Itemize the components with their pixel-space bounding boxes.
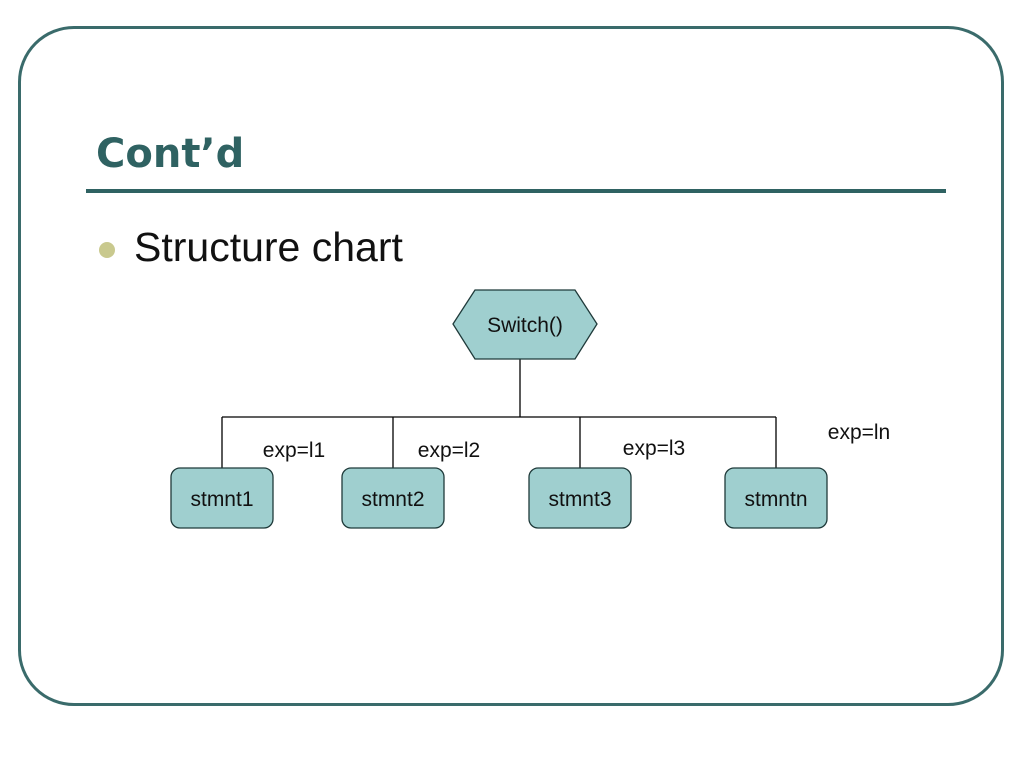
child-node-label: stmnt3 bbox=[548, 488, 611, 511]
connector-lines bbox=[221, 359, 777, 468]
root-hexagon-shape bbox=[452, 289, 598, 360]
condition-label-3: exp=l3 bbox=[623, 437, 685, 460]
child-node-box bbox=[528, 467, 632, 529]
child-node-label: stmnt1 bbox=[190, 488, 253, 511]
root-label: Switch() bbox=[487, 314, 563, 337]
root-node: Switch() bbox=[452, 289, 598, 360]
bullet-dot-icon bbox=[99, 242, 115, 258]
child-node-4: stmntn bbox=[724, 467, 828, 529]
child-node-box bbox=[170, 467, 274, 529]
child-node-box bbox=[341, 467, 445, 529]
condition-label-1: exp=l1 bbox=[263, 439, 325, 462]
slide-title: Cont’d bbox=[96, 131, 245, 177]
child-node-2: stmnt2 bbox=[341, 467, 445, 529]
slide-frame bbox=[18, 26, 1004, 706]
child-node-label: stmntn bbox=[744, 488, 807, 511]
child-node-box bbox=[724, 467, 828, 529]
child-node-1: stmnt1 bbox=[170, 467, 274, 529]
condition-label-4: exp=ln bbox=[828, 421, 890, 444]
title-underline bbox=[86, 189, 946, 193]
child-node-3: stmnt3 bbox=[528, 467, 632, 529]
bullet-text: Structure chart bbox=[134, 224, 403, 270]
child-node-label: stmnt2 bbox=[361, 488, 424, 511]
condition-label-2: exp=l2 bbox=[418, 439, 480, 462]
